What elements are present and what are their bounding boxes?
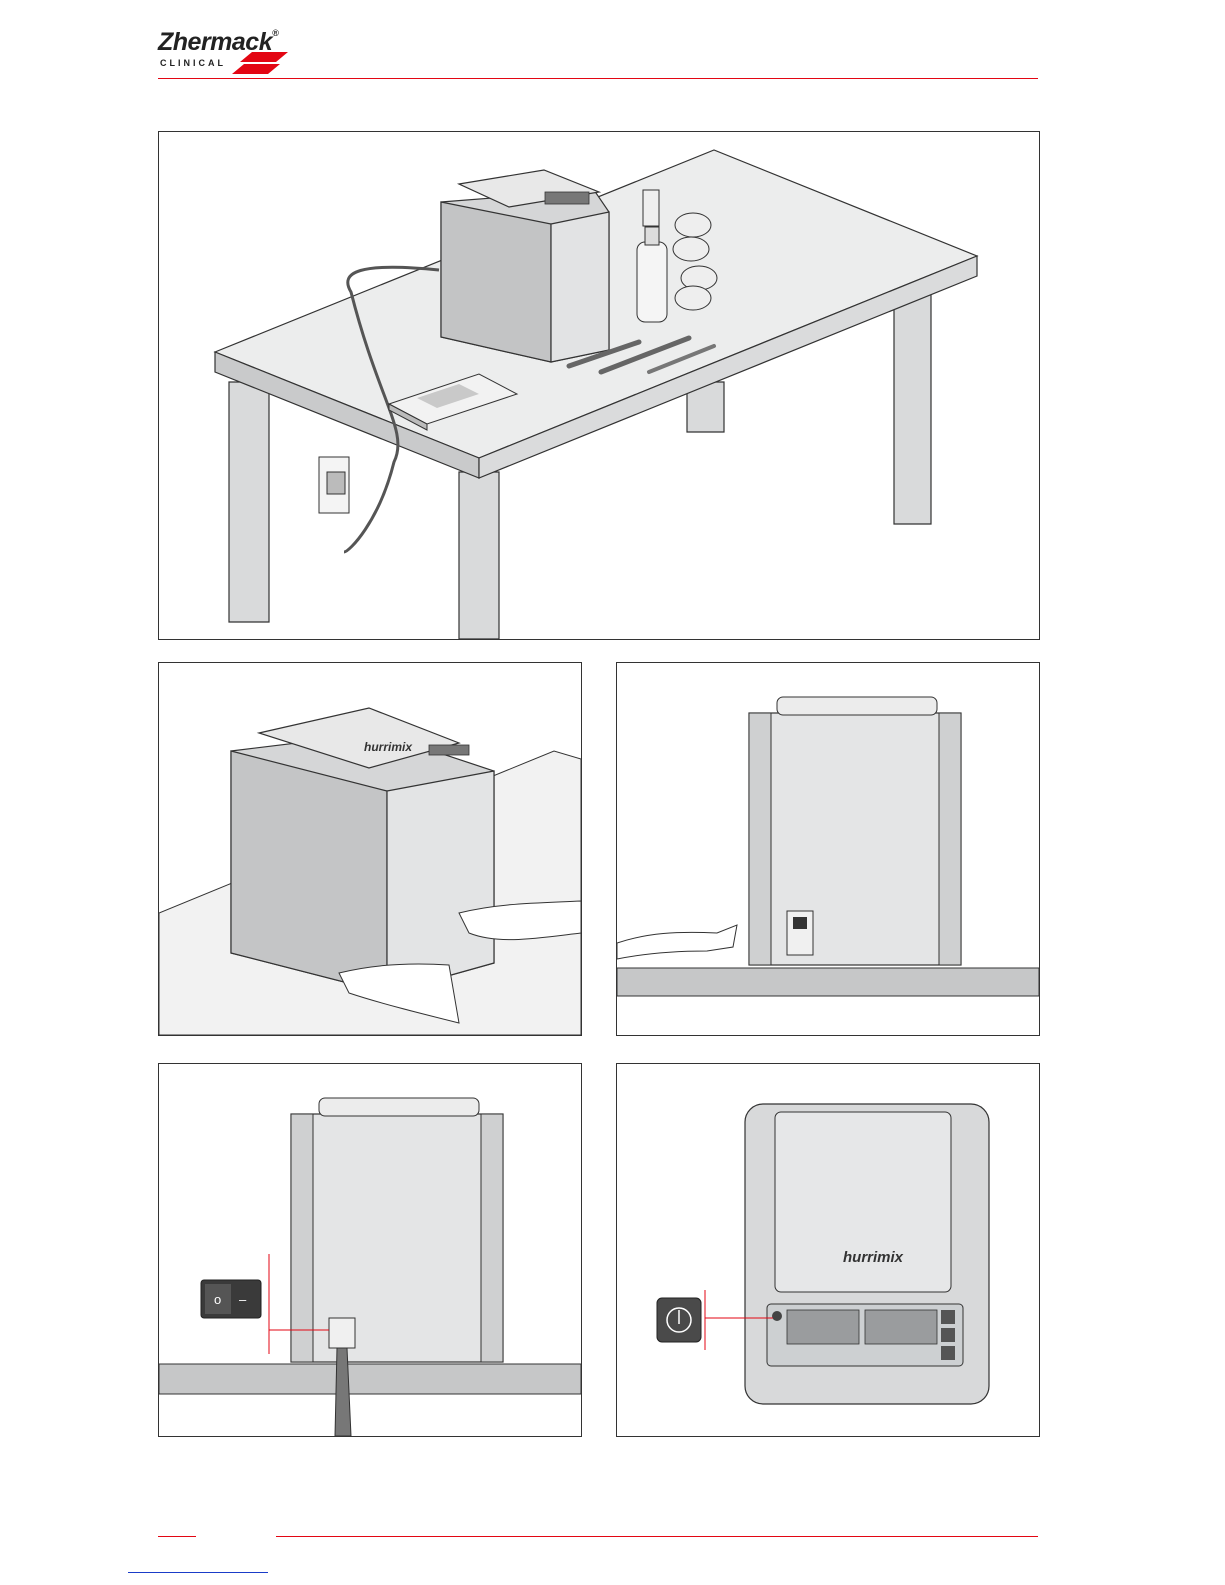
lifting-illustration: hurrimix — [159, 663, 581, 1035]
table-illustration — [159, 132, 1039, 639]
brand-logo: Zhermack® CLINICAL — [158, 28, 298, 76]
figure-lifting-device: hurrimix — [158, 662, 582, 1036]
figure-top-view-power: hurrimix — [616, 1063, 1040, 1437]
rear-view-illustration — [617, 663, 1039, 1035]
brand-subtitle: CLINICAL — [160, 58, 226, 68]
switch-on-symbol: – — [239, 1292, 247, 1307]
footer-rule-left — [158, 1536, 196, 1537]
device-brand-label: hurrimix — [364, 740, 413, 754]
brand-mark-icon — [230, 50, 300, 76]
device-brand-label-top: hurrimix — [843, 1249, 904, 1266]
figure-rear-view-switch: o – — [158, 1063, 582, 1437]
switch-off-symbol: o — [214, 1292, 221, 1307]
footer-rule-right — [276, 1536, 1038, 1537]
figure-rear-view-cable — [616, 662, 1040, 1036]
switch-illustration: o – — [159, 1064, 581, 1436]
footer-link-underline — [128, 1572, 268, 1573]
header-rule — [158, 78, 1038, 79]
top-view-illustration: hurrimix — [617, 1064, 1039, 1436]
figure-device-on-table — [158, 131, 1040, 640]
